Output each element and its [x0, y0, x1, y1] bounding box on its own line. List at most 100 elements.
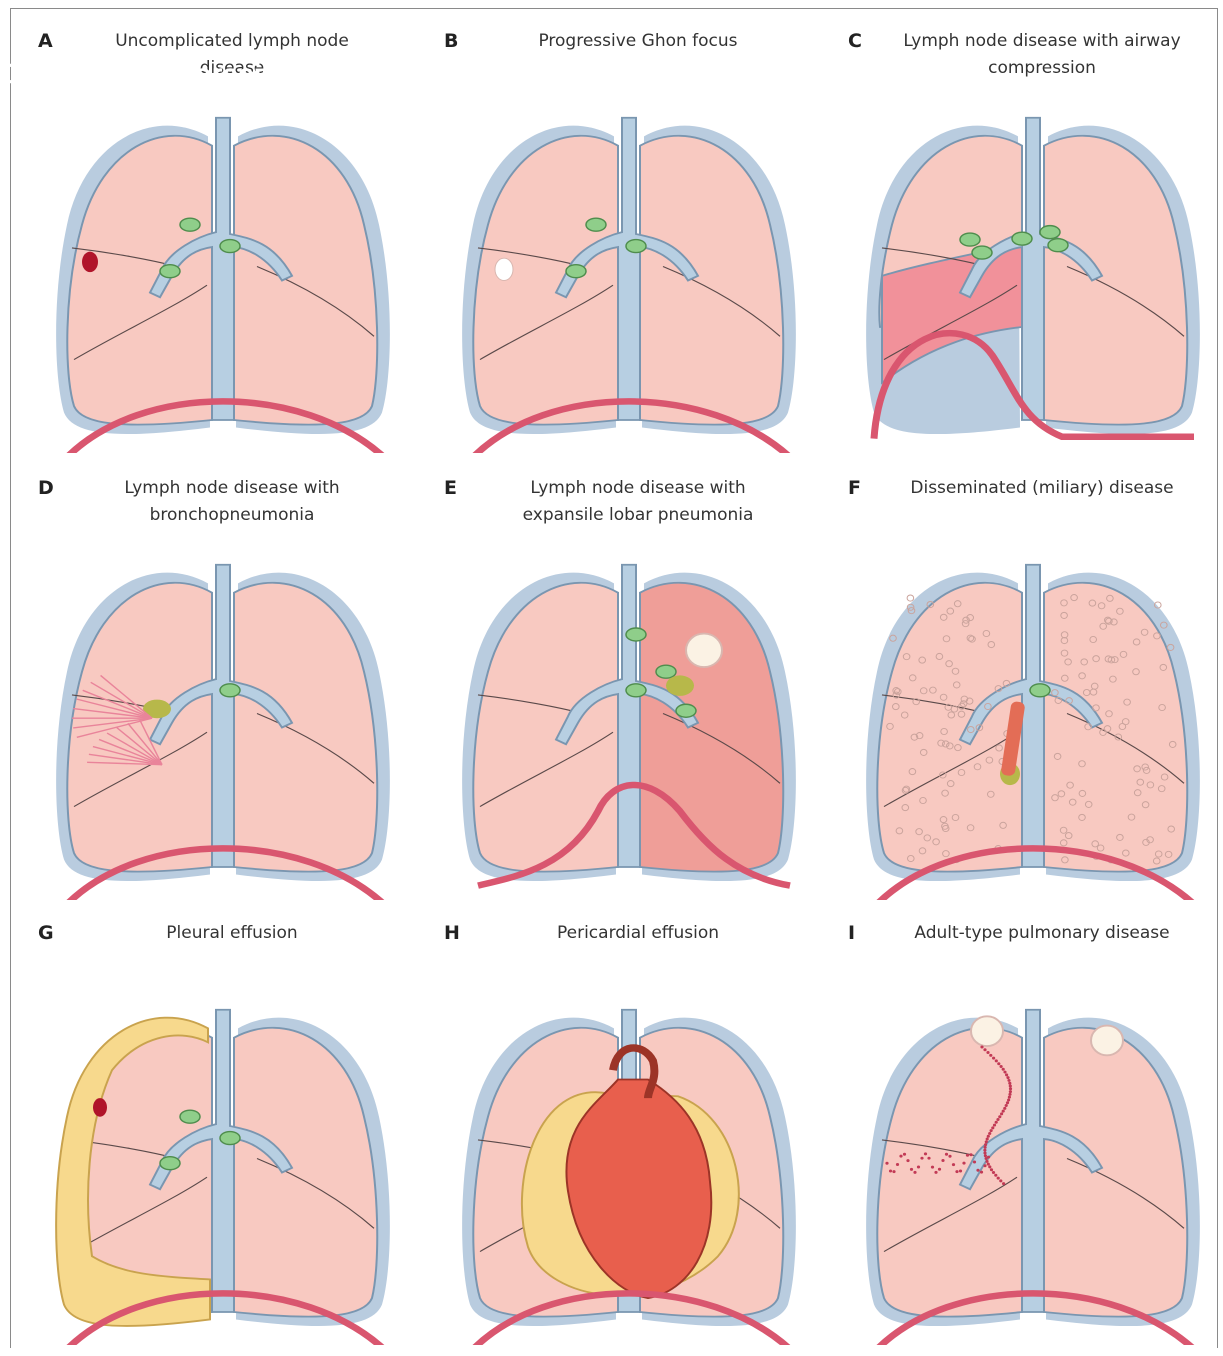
bronchogenic-spread	[1008, 1096, 1011, 1099]
bronchogenic-spread	[997, 1062, 1000, 1065]
bronchogenic-spread	[889, 1170, 892, 1173]
bronchogenic-spread	[941, 1159, 944, 1162]
apical-cavity	[971, 1016, 1003, 1046]
panel-title: Pericardial effusion	[488, 920, 788, 947]
bronchogenic-spread	[980, 1045, 983, 1048]
bronchogenic-spread	[906, 1159, 909, 1162]
bronchogenic-spread	[997, 1177, 1000, 1180]
bronchogenic-spread	[945, 1153, 948, 1156]
bronchogenic-spread	[892, 1170, 895, 1173]
bronchogenic-spread	[938, 1168, 941, 1171]
bronchogenic-spread	[992, 1057, 995, 1060]
bronchogenic-spread	[1003, 1071, 1006, 1074]
lymph-node	[960, 233, 980, 246]
ghon-focus	[93, 1098, 107, 1117]
bronchogenic-spread	[885, 1162, 888, 1165]
lymph-node	[626, 684, 646, 697]
bronchogenic-spread	[948, 1155, 951, 1158]
ghon-focus	[82, 252, 98, 272]
bronchogenic-spread	[989, 1054, 992, 1057]
bronchogenic-spread	[999, 1179, 1002, 1182]
panel-letter: F	[848, 477, 861, 499]
bronchogenic-spread	[1008, 1082, 1011, 1085]
bronchogenic-spread	[952, 1163, 955, 1166]
lung-illustration	[418, 900, 818, 1345]
bronchogenic-spread	[987, 1163, 990, 1166]
lymph-node	[160, 1157, 180, 1170]
panel-letter: D	[38, 477, 54, 499]
bronchogenic-spread	[996, 1118, 999, 1121]
bronchogenic-spread	[917, 1166, 920, 1169]
bronchogenic-spread	[990, 1168, 993, 1171]
panel-letter: G	[38, 922, 54, 944]
bronchogenic-spread	[1009, 1085, 1012, 1088]
panel-e: ELymph node disease with expansile lobar…	[418, 455, 818, 900]
bronchogenic-spread	[986, 1138, 989, 1141]
lymph-node	[160, 265, 180, 278]
bronchogenic-spread	[985, 1140, 988, 1143]
lymph-node	[626, 240, 646, 253]
bronchogenic-spread	[983, 1164, 986, 1167]
lymph-node	[566, 265, 586, 278]
bronchogenic-spread	[1005, 1104, 1008, 1107]
bronchogenic-spread	[899, 1155, 902, 1158]
bronchogenic-spread	[1002, 1182, 1005, 1185]
bronchogenic-spread	[983, 1048, 986, 1051]
bronchogenic-spread	[1009, 1087, 1012, 1090]
bronchogenic-spread	[986, 1051, 989, 1054]
bronchogenic-spread	[993, 1124, 996, 1127]
bronchogenic-spread	[962, 1162, 965, 1165]
bronchogenic-spread	[1008, 1093, 1011, 1096]
panel-title: Progressive Ghon focus	[488, 28, 788, 55]
bronchogenic-spread	[988, 1165, 991, 1168]
lymph-node	[1040, 226, 1060, 239]
bronchogenic-spread	[990, 1129, 993, 1132]
lymph-node	[1048, 239, 1068, 252]
bronchogenic-spread	[1009, 1090, 1012, 1093]
panel-d: D Lymph node disease with bronchopneumoni…	[12, 455, 412, 900]
bronchogenic-spread	[934, 1171, 937, 1174]
bronchogenic-spread	[983, 1149, 986, 1152]
bronchogenic-spread	[1006, 1076, 1009, 1079]
panel-letter: B	[444, 30, 458, 52]
cavity	[686, 634, 722, 667]
bronchogenic-spread	[987, 1156, 990, 1159]
lymph-node	[220, 240, 240, 253]
bronchogenic-spread	[1002, 1110, 1005, 1113]
bronchogenic-spread	[985, 1160, 988, 1163]
lymph-node	[180, 218, 200, 231]
bronchogenic-spread	[998, 1115, 1001, 1118]
bronchogenic-spread	[991, 1126, 994, 1129]
bronchogenic-spread	[955, 1170, 958, 1173]
bronchogenic-spread	[973, 1161, 976, 1164]
panel-letter: A	[38, 30, 53, 52]
bronchogenic-spread	[987, 1135, 990, 1138]
panel-title: Adult-type pulmonary disease	[892, 920, 1192, 947]
lung-illustration	[12, 900, 412, 1345]
bronchogenic-spread	[959, 1170, 962, 1173]
panel-letter: C	[848, 30, 862, 52]
lymph-node	[972, 246, 992, 259]
miliary-nodule	[907, 595, 914, 601]
panel-title: Lymph node disease with bronchopneumonia	[82, 475, 382, 529]
bronchogenic-spread	[910, 1168, 913, 1171]
lung-illustration	[822, 455, 1222, 900]
bronchogenic-spread	[1007, 1098, 1010, 1101]
panel-title: Lymph node disease with airway compressi…	[892, 28, 1192, 82]
panel-letter: H	[444, 922, 460, 944]
lymph-node	[656, 665, 676, 678]
bronchogenic-spread	[924, 1152, 927, 1155]
bronchogenic-spread	[1006, 1101, 1009, 1104]
lung-illustration	[822, 900, 1222, 1345]
bronchogenic-spread	[969, 1153, 972, 1156]
bronchogenic-spread	[1002, 1068, 1005, 1071]
panel-title: Disseminated (miliary) disease	[892, 475, 1192, 502]
bronchogenic-spread	[1005, 1073, 1008, 1076]
bronchogenic-spread	[966, 1154, 969, 1157]
caseous-node	[666, 675, 694, 695]
cavitating-ghon-focus	[495, 258, 513, 280]
bronchogenic-spread	[994, 1174, 997, 1177]
bronchogenic-spread	[896, 1163, 899, 1166]
bronchogenic-spread	[1000, 1065, 1003, 1068]
